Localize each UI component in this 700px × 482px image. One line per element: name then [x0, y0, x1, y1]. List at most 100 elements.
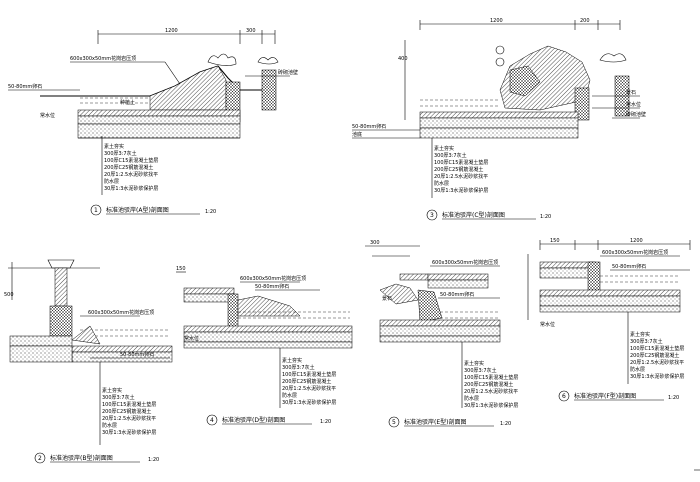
dim-e-1: 300 [370, 240, 380, 246]
f-layer-6: 30厚1:3水泥砂浆保护层 [630, 373, 684, 380]
dim-b-1: 500 [4, 292, 14, 298]
section-e: 300 600x300x50mm花岗岩压顶 50-80mm卵石 景石 素土夯实 … [365, 240, 518, 428]
f-layer-4: 20厚1:2.5水泥砂浆找平 [630, 359, 684, 366]
f-layer-list: 素土夯实 300厚3:7灰土 100厚C15素混凝土垫层 200厚C25钢筋混凝… [630, 331, 684, 380]
e-label-paving: 600x300x50mm花岗岩压顶 [432, 259, 498, 266]
b-layer-list: 素土夯实 300厚3:7灰土 100厚C15素混凝土垫层 200厚C25钢筋混凝… [102, 387, 156, 436]
d-layer-0: 素土夯实 [282, 357, 302, 364]
section-c-title: 标准池驳岸(C型)剖面图 [442, 211, 505, 219]
section-c: 1200 200 400 50-80mm卵石 池底 景石 常水位 砖砌池壁 [352, 18, 646, 221]
dim-a-2: 300 [246, 28, 256, 34]
section-b-number: 2 [38, 455, 42, 462]
section-a-number: 1 [94, 207, 98, 214]
a-label-water: 常水位 [40, 112, 55, 119]
section-c-scale: 1:20 [540, 214, 551, 220]
section-a-title: 标准池驳岸(A型)剖面图 [106, 206, 169, 214]
section-b-title: 标准池驳岸(B型)剖面图 [50, 454, 113, 462]
section-e-number: 5 [392, 419, 396, 426]
section-d: 150 600x300x50mm花岗岩压顶 50-80mm卵石 常水位 素土夯实… [176, 266, 353, 426]
e-layer-1: 300厚3:7灰土 [464, 367, 497, 374]
f-label-pebble: 50-80mm卵石 [612, 263, 646, 270]
section-a: 1200 300 600x300x50mm花岗岩压顶 50-80mm卵石 常水位… [8, 28, 298, 216]
c-layer-2: 100厚C15素混凝土垫层 [434, 159, 488, 166]
e-layer-3: 200厚C25钢筋混凝土 [464, 381, 513, 388]
section-e-marker [388, 416, 400, 428]
section-d-scale: 1:20 [320, 419, 331, 425]
f-layer-1: 300厚3:7灰土 [630, 338, 663, 345]
c-layer-3: 200厚C25钢筋混凝土 [434, 166, 483, 173]
a-label-paving: 600x300x50mm花岗岩压顶 [70, 55, 136, 62]
section-b: 500 600x300x50mm花岗岩压顶 50-80mm卵石 素土夯实 300… [4, 259, 173, 464]
a-layer-1: 300厚3:7灰土 [104, 150, 137, 157]
dim-f-1: 150 [550, 238, 560, 244]
dim-c-1: 1200 [490, 18, 503, 24]
section-b-marker [34, 452, 46, 464]
e-label-rock: 景石 [382, 295, 392, 302]
c-layer-6: 30厚1:3水泥砂浆保护层 [434, 187, 488, 194]
f-label-paving: 600x300x50mm花岗岩压顶 [602, 249, 668, 256]
dim-c-3: 400 [398, 56, 408, 62]
a-layer-0: 素土夯实 [104, 143, 124, 150]
section-f-scale: 1:20 [668, 395, 679, 401]
a-layer-list: 素土夯实 300厚3:7灰土 100厚C15素混凝土垫层 200厚C25钢筋混凝… [104, 143, 158, 192]
e-layer-2: 100厚C15素混凝土垫层 [464, 374, 518, 381]
d-layer-2: 100厚C15素混凝土垫层 [282, 371, 336, 378]
d-layer-5: 防水层 [282, 392, 297, 399]
e-layer-6: 30厚1:3水泥砂浆保护层 [464, 402, 518, 409]
d-layer-1: 300厚3:7灰土 [282, 364, 315, 371]
section-e-title: 标准池驳岸(E型)剖面图 [404, 418, 466, 426]
a-label-plant: 种植土 [120, 99, 135, 106]
dim-d-1: 150 [176, 266, 186, 272]
e-layer-0: 素土夯实 [464, 360, 484, 367]
section-f: 150 1200 600x300x50mm花岗岩压顶 50-80mm卵石 常水位… [527, 238, 691, 402]
c-layer-1: 300厚3:7灰土 [434, 152, 467, 159]
section-f-title: 标准池驳岸(F型)剖面图 [574, 392, 636, 400]
e-layer-4: 20厚1:2.5水泥砂浆找平 [464, 388, 518, 395]
e-layer-5: 防水层 [464, 395, 479, 402]
b-layer-0: 素土夯实 [102, 387, 122, 394]
c-label-wall: 砖砌池壁 [626, 111, 646, 118]
c-label-pebble: 50-80mm卵石 [352, 123, 386, 130]
dim-f-2: 1200 [630, 238, 643, 244]
d-layer-6: 30厚1:3水泥砂浆保护层 [282, 399, 336, 406]
a-layer-6: 30厚1:3水泥砂浆保护层 [104, 185, 158, 192]
c-label-water: 常水位 [626, 101, 641, 108]
b-layer-6: 30厚1:3水泥砂浆保护层 [102, 429, 156, 436]
d-label-water: 常水位 [184, 335, 199, 342]
a-layer-4: 20厚1:2.5水泥砂浆找平 [104, 171, 158, 178]
e-label-pebble: 50-80mm卵石 [440, 291, 474, 298]
section-e-scale: 1:20 [500, 421, 511, 427]
c-layer-0: 素土夯实 [434, 145, 454, 152]
section-c-marker [426, 209, 438, 221]
f-layer-0: 素土夯实 [630, 331, 650, 338]
section-d-marker [206, 414, 218, 426]
d-label-paving: 600x300x50mm花岗岩压顶 [240, 275, 306, 282]
section-b-scale: 1:20 [148, 457, 159, 463]
f-layer-5: 防水层 [630, 366, 645, 373]
dim-a-1: 1200 [165, 28, 178, 34]
c-label-bottom: 池底 [352, 131, 362, 138]
a-layer-5: 防水层 [104, 178, 119, 185]
d-layer-list: 素土夯实 300厚3:7灰土 100厚C15素混凝土垫层 200厚C25钢筋混凝… [282, 357, 336, 406]
a-label-pebble: 50-80mm卵石 [8, 83, 42, 90]
section-d-number: 4 [210, 417, 214, 424]
section-f-number: 6 [562, 393, 566, 400]
b-layer-3: 200厚C25钢筋混凝土 [102, 408, 151, 415]
f-label-water: 常水位 [540, 321, 555, 328]
f-layer-3: 200厚C25钢筋混凝土 [630, 352, 679, 359]
section-c-number: 3 [430, 212, 434, 219]
b-label-pebble: 50-80mm卵石 [120, 351, 154, 358]
section-a-marker [90, 204, 102, 216]
b-layer-5: 防水层 [102, 422, 117, 429]
b-label-paving: 600x300x50mm花岗岩压顶 [88, 309, 154, 316]
a-layer-2: 100厚C15素混凝土垫层 [104, 157, 158, 164]
b-layer-1: 300厚3:7灰土 [102, 394, 135, 401]
section-d-title: 标准池驳岸(D型)剖面图 [222, 416, 285, 424]
e-layer-list: 素土夯实 300厚3:7灰土 100厚C15素混凝土垫层 200厚C25钢筋混凝… [464, 360, 518, 409]
c-label-rock: 景石 [626, 89, 636, 96]
dim-c-2: 200 [580, 18, 590, 24]
c-layer-4: 20厚1:2.5水泥砂浆找平 [434, 173, 488, 180]
b-layer-4: 20厚1:2.5水泥砂浆找平 [102, 415, 156, 422]
c-layer-5: 防水层 [434, 180, 449, 187]
